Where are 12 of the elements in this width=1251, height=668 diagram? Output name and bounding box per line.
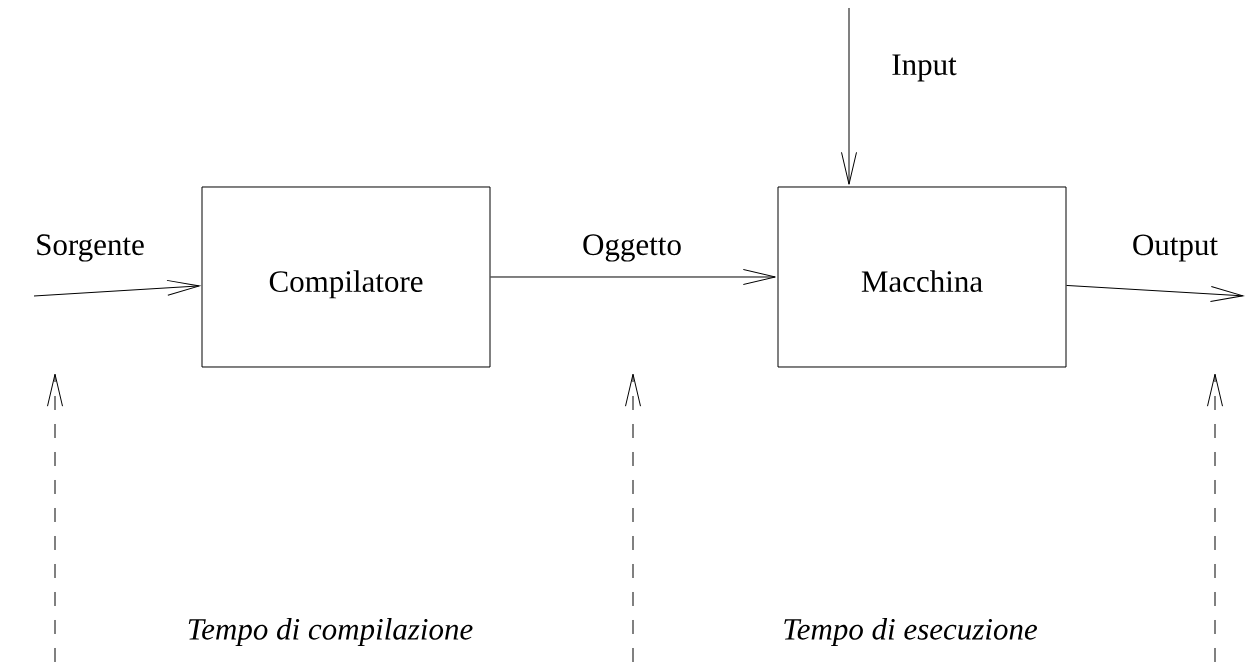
edge-label: Input [892,54,957,82]
edge-label: Sorgente [37,234,144,262]
process-box: Compilatore [201,186,491,368]
edge-label: Output [1133,234,1218,262]
edge-label: Oggetto [583,234,681,262]
arrow [841,7,857,185]
process-box: Macchina [777,186,1067,368]
phase-label: Tempo di compilazione [188,617,473,647]
arrow [490,269,776,285]
arrow [1066,284,1244,302]
arrow [33,279,200,297]
phase-label: Tempo di esecuzione [784,617,1038,647]
